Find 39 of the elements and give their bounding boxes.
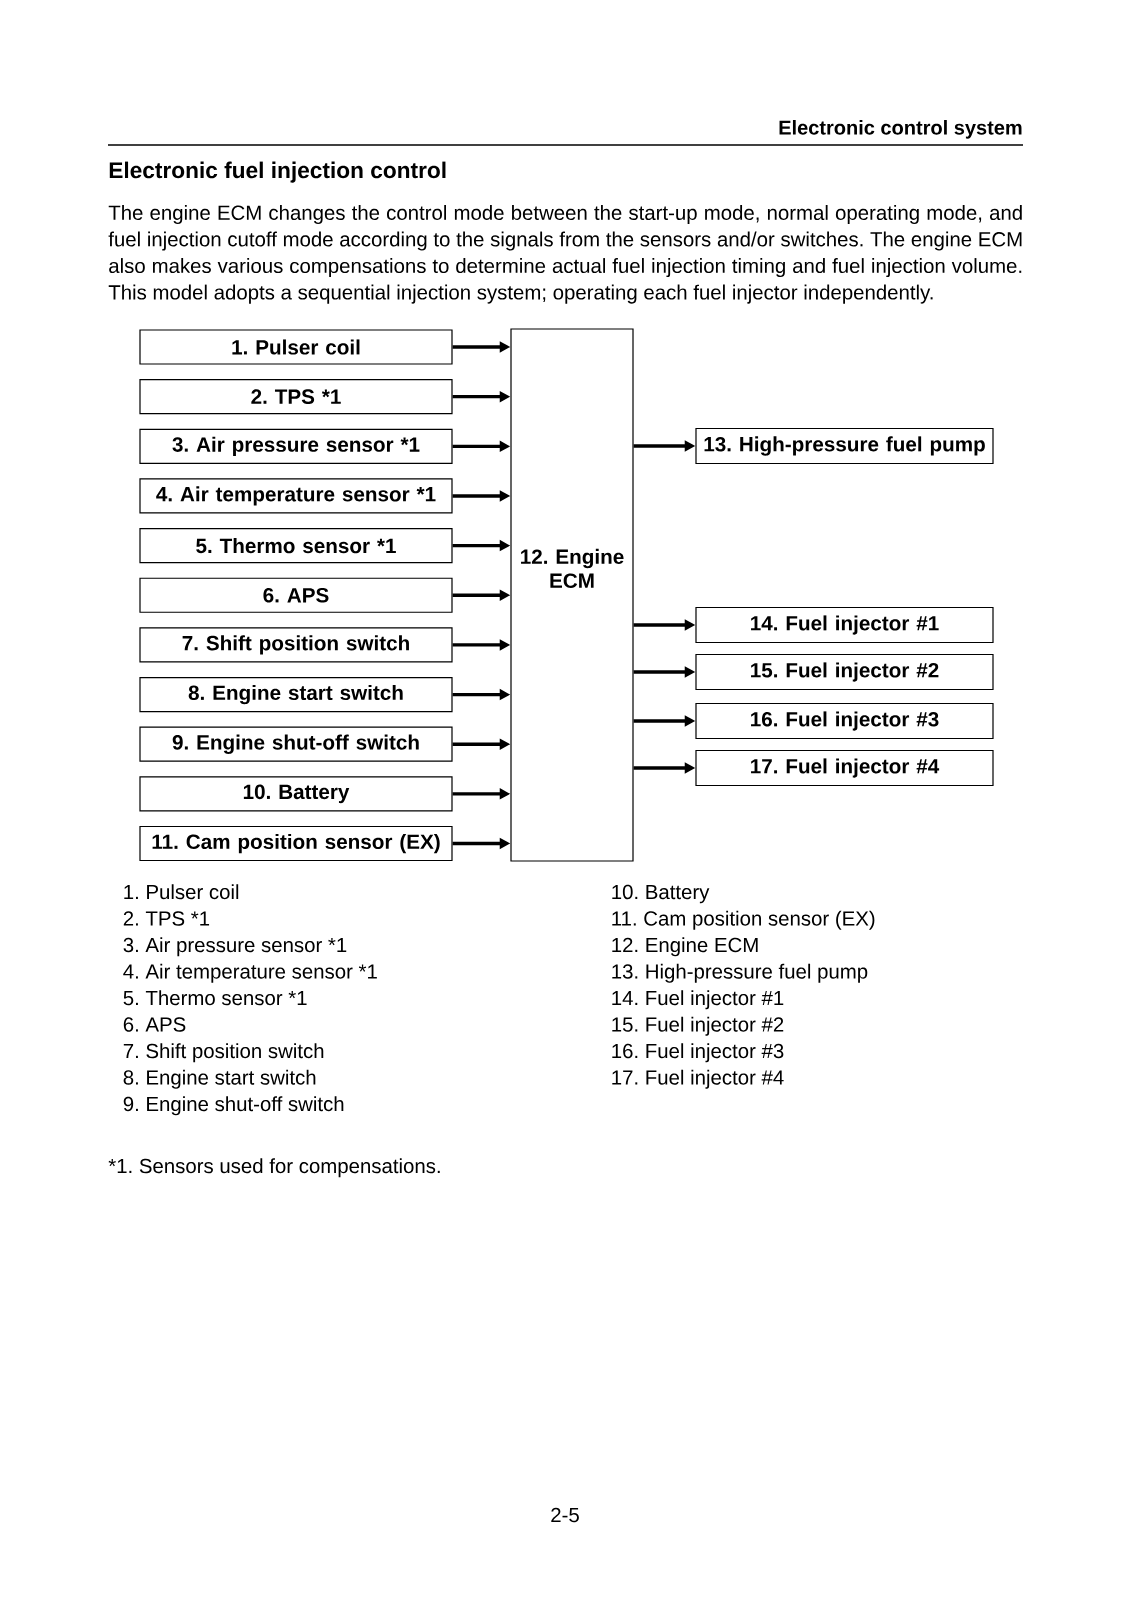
key-list-item: 4. Air temperature sensor *1	[123, 963, 377, 983]
key-list-item: 12. Engine ECM	[612, 937, 758, 957]
key-list-item: 3. Air pressure sensor *1	[123, 937, 347, 957]
key-list-item: 5. Thermo sensor *1	[123, 990, 307, 1006]
component-box: 14. Fuel injector #1	[695, 606, 994, 644]
component-box: 11. Cam position sensor (EX)	[139, 825, 453, 862]
component-box: 7. Shift position switch	[139, 627, 453, 663]
key-list-item: 17. Fuel injector #4	[612, 1069, 784, 1089]
component-box: 1. Pulser coil	[139, 329, 453, 365]
component-box: 17. Fuel injector #4	[695, 749, 994, 787]
component-box: 3. Air pressure sensor *1	[139, 428, 453, 464]
component-box: 10. Battery	[139, 776, 453, 812]
component-box: 4. Air temperature sensor *1	[139, 478, 453, 514]
component-box: 15. Fuel injector #2	[695, 653, 994, 691]
running-header: Electronic control system	[779, 120, 1022, 139]
component-box: 16. Fuel injector #3	[695, 702, 994, 740]
key-list-item: 6. APS	[123, 1017, 186, 1032]
key-list-item: 1. Pulser coil	[124, 884, 239, 900]
component-box: 8. Engine start switch	[139, 676, 453, 713]
key-list-item: 8. Engine start switch	[123, 1069, 316, 1089]
key-list-item: 16. Fuel injector #3	[612, 1043, 784, 1063]
body-text: The engine ECM changes the control mode between the start-up mode, normal operating mode, and fuel injection cutoff mode according to the signals from the sensors and/or switches. The engine ECM also makes various compensations to determine actual fuel injection timing and fuel injection volume. This model adopts a sequential injection system; operating each fuel injector independently.	[108, 205, 1022, 304]
key-list-item: 13. High-pressure fuel pump	[612, 963, 868, 983]
key-list-item: 14. Fuel injector #1	[612, 990, 784, 1010]
component-box: 6. APS	[139, 577, 453, 613]
footnote: *1. Sensors used for compensations.	[108, 1158, 440, 1178]
key-list-item: 9. Engine shut-off switch	[123, 1096, 344, 1116]
component-box: 2. TPS *1	[139, 379, 453, 415]
section-title: Electronic fuel injection control	[109, 161, 446, 183]
component-box: 9. Engine shut-off switch	[139, 726, 453, 762]
key-list-item: 11. Cam position sensor (EX)	[612, 910, 875, 930]
key-list-item: 15. Fuel injector #2	[612, 1016, 784, 1036]
key-list-item: 10. Battery	[612, 884, 710, 904]
key-list-item: 2. TPS *1	[123, 911, 210, 926]
component-box: 5. Thermo sensor *1	[139, 528, 453, 564]
control-unit-box: 12. Engine ECM	[510, 328, 634, 862]
key-list-item: 7. Shift position switch	[123, 1043, 324, 1063]
component-box: 13. High-pressure fuel pump	[695, 427, 994, 465]
page-number: 2-5	[551, 1507, 579, 1523]
